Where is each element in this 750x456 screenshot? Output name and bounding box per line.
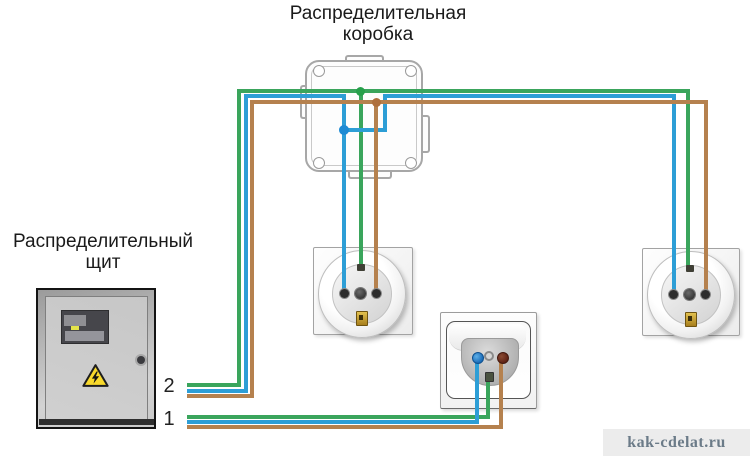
- output-label-1: 1: [163, 408, 175, 430]
- socket-pin-hole: [372, 289, 381, 298]
- wire-brown-switch: [499, 357, 503, 429]
- switch-center-screw-icon: [484, 351, 494, 361]
- output-label-2: 2: [163, 375, 175, 397]
- panel-bottom-strip: [39, 419, 154, 425]
- electric-meter: [61, 310, 109, 344]
- meter-indicator: [71, 326, 79, 330]
- wire-blue-left-socket: [342, 130, 346, 290]
- wire-brown-feed1: [187, 425, 503, 429]
- wire-blue-bus-left: [244, 94, 346, 98]
- wire-green-feed2: [187, 383, 241, 387]
- wire-brown-bus: [250, 100, 708, 104]
- wire-blue-drop: [342, 94, 346, 132]
- wire-green-feed1: [187, 415, 490, 419]
- wire-blue-bus-right: [383, 94, 676, 98]
- socket-pin-hole: [669, 290, 678, 299]
- wire-green-left-socket: [359, 89, 363, 266]
- screw-hole-icon: [313, 157, 325, 169]
- switch-terminal-brown: [497, 352, 509, 364]
- watermark: kak-cdelat.ru: [627, 434, 726, 451]
- panel-title: Распределительный щит: [12, 231, 193, 273]
- junction-dot-green: [356, 87, 365, 96]
- wire-brown-left-socket: [374, 100, 378, 290]
- socket-ground-clip: [685, 312, 697, 327]
- junction-dot-brown: [372, 98, 381, 107]
- wire-blue-feed2: [187, 389, 248, 393]
- wire-blue-jog: [342, 128, 387, 132]
- wire-blue-switch: [475, 357, 479, 424]
- meter-display: [64, 315, 86, 326]
- junction-box-tab-top: [345, 55, 384, 63]
- wire-brown-riser: [250, 100, 254, 398]
- wire-blue-right-socket: [672, 94, 676, 291]
- wire-green-switch: [486, 375, 490, 419]
- wire-green-bus: [237, 89, 690, 93]
- socket-ground-terminal: [686, 265, 694, 272]
- wire-green-right-socket: [686, 89, 690, 267]
- screw-hole-icon: [313, 65, 325, 77]
- wire-blue-rise: [383, 94, 387, 132]
- distribution-panel: [36, 288, 157, 430]
- wire-green-riser: [237, 89, 241, 387]
- junction-box-inner-outline: [311, 66, 417, 166]
- watermark-strip: kak-cdelat.ru: [603, 429, 750, 456]
- junction-box: [300, 55, 430, 179]
- wire-blue-feed1: [187, 420, 479, 424]
- socket-pin-hole: [701, 290, 710, 299]
- screw-hole-icon: [405, 157, 417, 169]
- wire-blue-riser: [244, 94, 248, 393]
- socket-center-screw-icon: [355, 288, 366, 299]
- socket-center-screw-icon: [684, 289, 695, 300]
- junction-box-tab-right: [422, 115, 430, 153]
- socket-ground-clip: [356, 311, 368, 326]
- door-knob: [137, 356, 145, 364]
- switch-terminal-blue: [472, 352, 484, 364]
- socket-pin-hole: [340, 289, 349, 298]
- clip-slot: [688, 316, 692, 321]
- meter-panel: [65, 331, 104, 341]
- wire-brown-right-socket: [704, 100, 708, 291]
- screw-hole-icon: [405, 65, 417, 77]
- clip-slot: [359, 315, 363, 320]
- junction-box-tab-bottom: [348, 171, 392, 179]
- junction-box-title: Распределительная коробка: [289, 3, 467, 45]
- warning-triangle-icon: [82, 364, 109, 387]
- switch-terminal-green: [485, 372, 494, 382]
- junction-box-body: [305, 60, 423, 172]
- wire-brown-feed2: [187, 394, 254, 398]
- socket-ground-terminal: [357, 264, 365, 271]
- junction-dot-blue: [339, 125, 349, 135]
